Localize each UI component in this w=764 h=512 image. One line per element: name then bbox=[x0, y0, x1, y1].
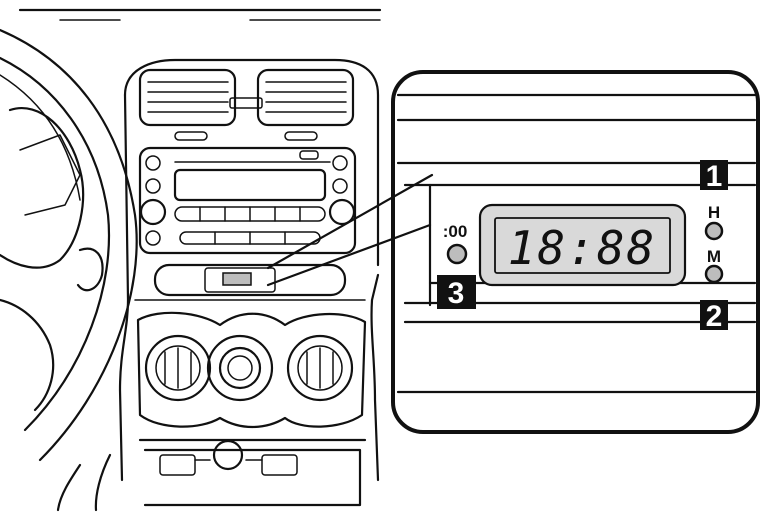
clock-display-time: 18:88 bbox=[508, 221, 656, 275]
callout-2: 2 bbox=[700, 300, 728, 333]
reset-button-label: :00 bbox=[443, 222, 468, 241]
steering-wheel bbox=[0, 28, 138, 462]
callout-1: 1 bbox=[700, 160, 728, 193]
svg-text:2: 2 bbox=[706, 300, 723, 333]
clock-slot bbox=[153, 263, 347, 297]
svg-text:1: 1 bbox=[706, 160, 723, 193]
minute-button[interactable] bbox=[704, 264, 724, 284]
minute-button-label: M bbox=[707, 247, 721, 266]
callout-3: 3 bbox=[437, 275, 476, 310]
magnified-clock-panel: 18:88 H M :00 1 2 3 bbox=[391, 70, 760, 434]
audio-unit bbox=[138, 146, 357, 255]
reset-button[interactable] bbox=[446, 243, 468, 265]
hour-button-label: H bbox=[708, 203, 720, 222]
clock-display-screen bbox=[494, 217, 671, 274]
climate-controls bbox=[136, 311, 367, 428]
top-air-vents bbox=[138, 68, 355, 141]
svg-text:3: 3 bbox=[448, 277, 465, 310]
dashboard-drawing bbox=[0, 8, 382, 512]
hour-button[interactable] bbox=[704, 221, 724, 241]
callout-pointer bbox=[266, 173, 434, 287]
lower-panel bbox=[56, 438, 367, 512]
